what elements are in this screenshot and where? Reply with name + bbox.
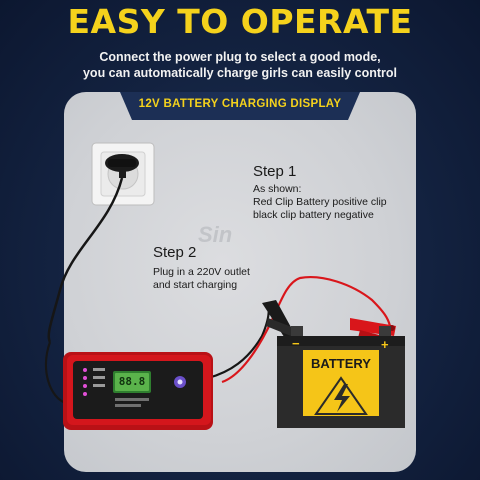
headline: EASY TO OPERATE (67, 2, 413, 41)
battery (277, 326, 405, 428)
battery-charger (63, 352, 213, 430)
step2-title: Step 2 (153, 244, 197, 261)
power-plug-icon (105, 154, 139, 178)
step2-line: Plug in a 220V outlet (153, 266, 250, 278)
charger-display: 88.8 (118, 375, 146, 388)
subheadline-line-1: Connect the power plug to select a good … (99, 50, 381, 64)
step2-line: and start charging (153, 279, 238, 291)
watermark: Sin (198, 222, 233, 247)
battery-plus-sign: + (381, 337, 389, 352)
banner-shape (120, 92, 360, 120)
subheadline-line-2: you can automatically charge girls can e… (82, 66, 397, 80)
battery-label: BATTERY (311, 356, 371, 371)
banner-text: 12V BATTERY CHARGING DISPLAY (138, 98, 342, 110)
step1-title: Step 1 (253, 163, 297, 180)
step1-line: As shown: (253, 183, 302, 195)
step1-line: Red Clip Battery positive clip (253, 196, 387, 208)
display-banner: 12V BATTERY CHARGING DISPLAY (120, 92, 360, 120)
step1-line: black clip battery negative (253, 209, 374, 221)
high-voltage-icon (334, 384, 350, 412)
battery-minus-sign: − (292, 336, 300, 351)
